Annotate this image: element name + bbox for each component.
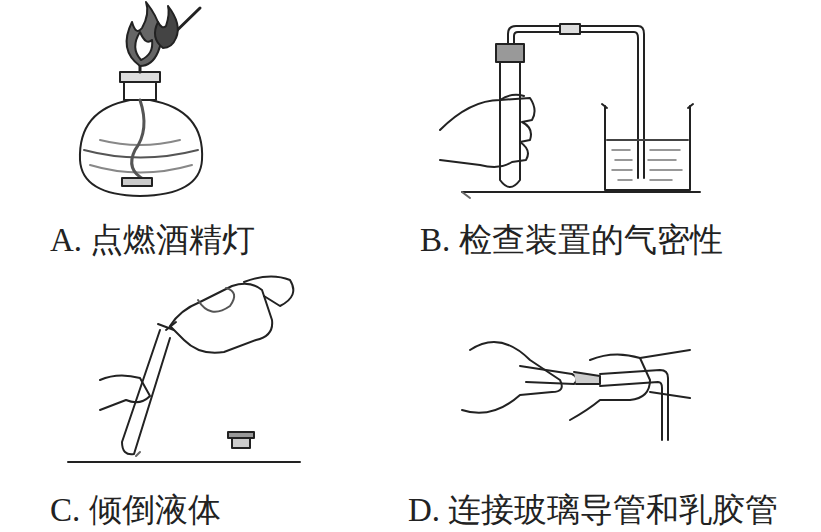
pouring-liquid [68, 276, 300, 462]
tube-connection [462, 342, 690, 440]
option-caption: C. 倾倒液体 [50, 492, 221, 528]
option-caption: B. 检查装置的气密性 [420, 222, 723, 258]
alcohol-lamp [80, 2, 202, 196]
option-caption: D. 连接玻璃导管和乳胶管 [408, 492, 778, 528]
option-caption: A. 点燃酒精灯 [50, 222, 255, 258]
airtightness-setup [440, 24, 700, 198]
